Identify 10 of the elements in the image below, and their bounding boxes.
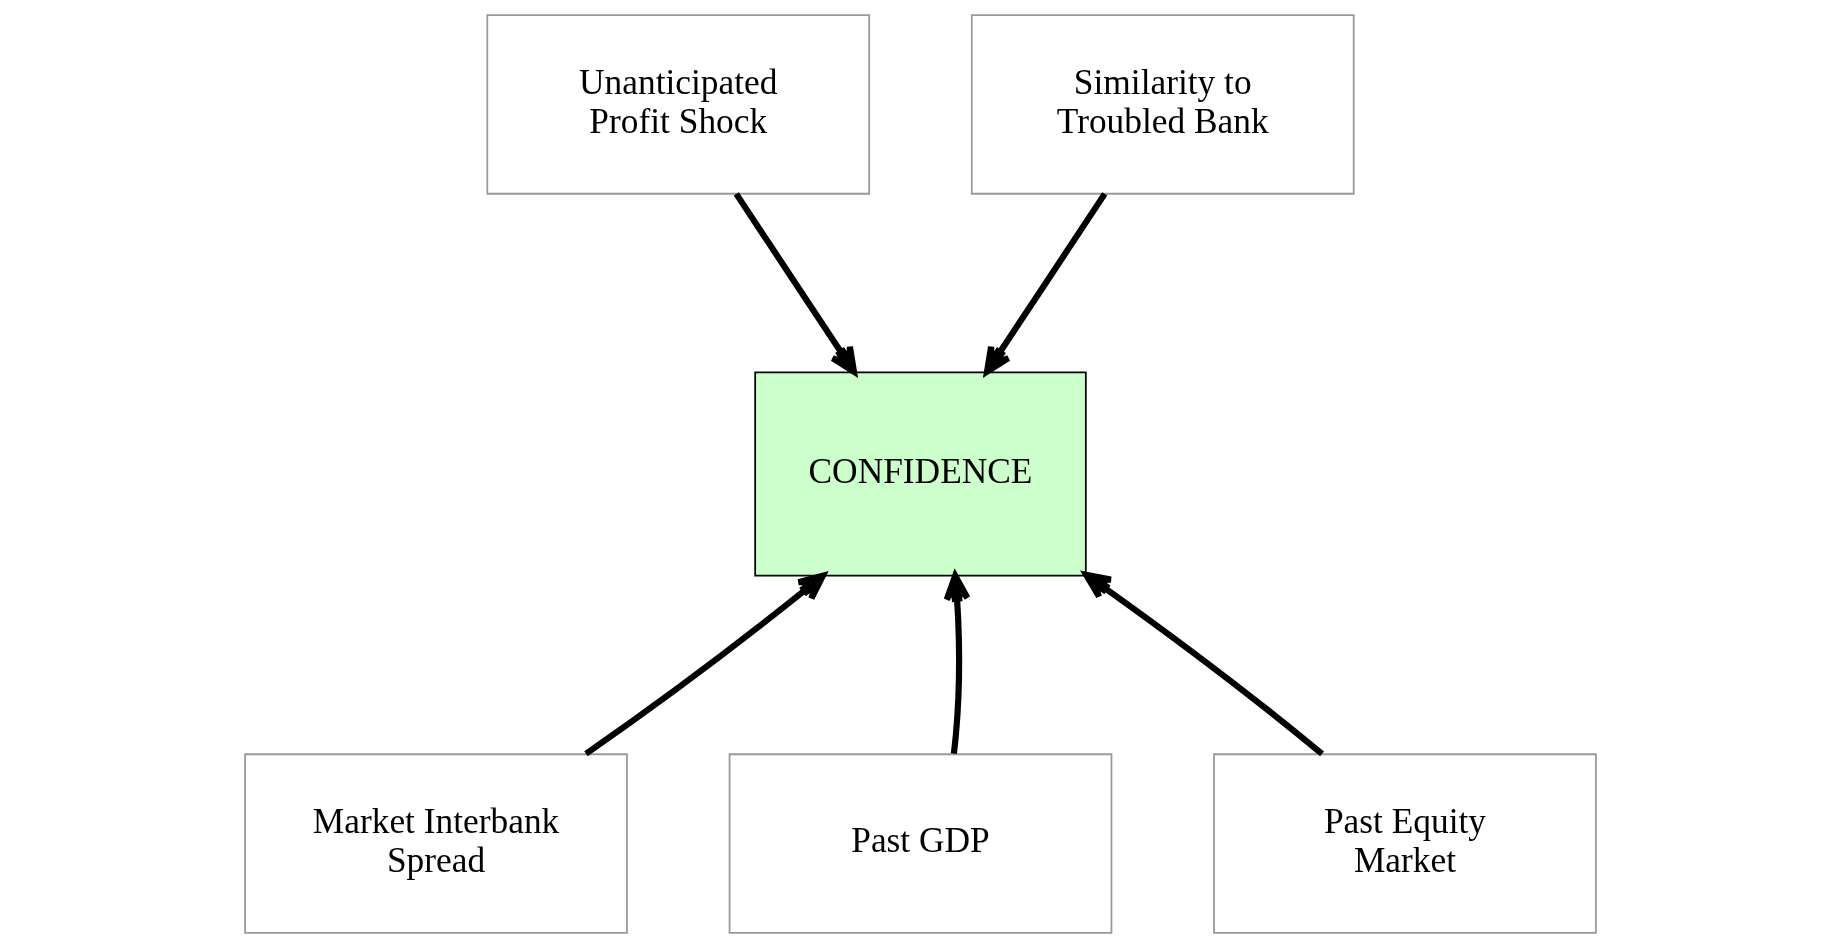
arrow xyxy=(733,192,858,375)
node-box: Past GDP xyxy=(728,753,1113,934)
arrow xyxy=(983,192,1108,375)
node-box: Market Interbank Spread xyxy=(244,753,628,934)
arrow xyxy=(584,572,826,757)
arrow xyxy=(1083,571,1324,757)
node-box: CONFIDENCE xyxy=(754,371,1087,577)
node-box: Similarity to Troubled Bank xyxy=(970,14,1355,195)
node-box: Unanticipated Profit Shock xyxy=(486,14,871,195)
node-box: Past Equity Market xyxy=(1213,753,1597,934)
